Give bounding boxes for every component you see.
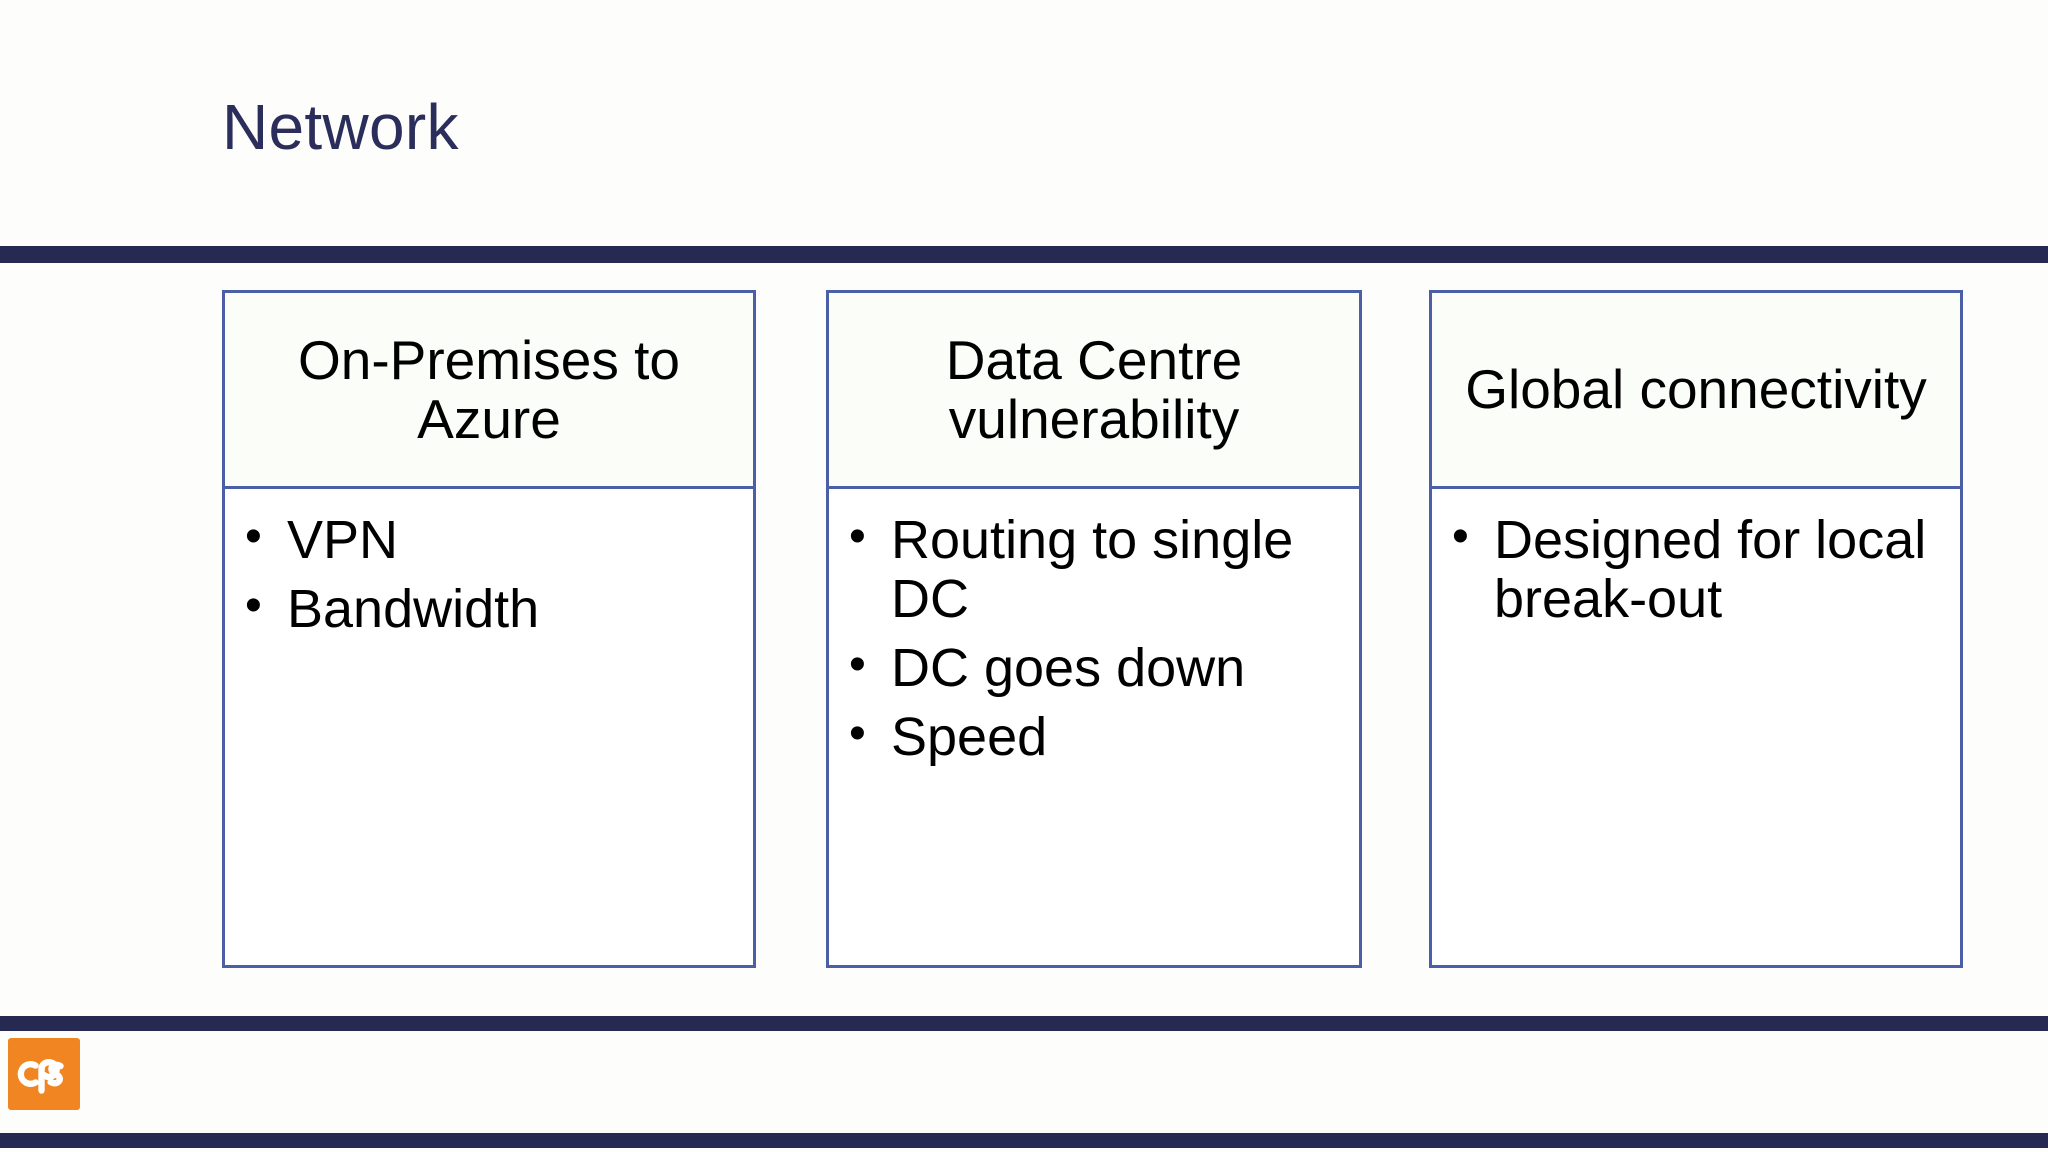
list-item: Routing to single DC [845,510,1341,629]
list-item: DC goes down [845,638,1341,698]
bottom-edge-bar [0,1133,2048,1148]
comparison-tables: On-Premises to Azure VPN Bandwidth Data … [0,290,2048,970]
list-item: VPN [241,510,735,570]
table-1-body-cell: VPN Bandwidth [225,489,753,965]
table-1-bullet-list: VPN Bandwidth [241,510,735,639]
header-divider-bar [0,246,2048,263]
cps-logo [8,1038,80,1110]
table-2-body-cell: Routing to single DC DC goes down Speed [829,489,1359,965]
comparison-table-1: On-Premises to Azure VPN Bandwidth [222,290,756,968]
table-3-header-cell: Global connectivity [1432,293,1960,489]
table-2-header-label: Data Centre vulnerability [945,328,1243,450]
table-3-body-cell: Designed for local break-out [1432,489,1960,965]
table-3-header-label: Global connectivity [1465,358,1927,421]
comparison-table-2: Data Centre vulnerability Routing to sin… [826,290,1362,968]
page-title: Network [222,91,459,163]
table-3-bullet-list: Designed for local break-out [1448,510,1942,629]
table-1-header-cell: On-Premises to Azure [225,293,753,489]
table-1-header-label: On-Premises to Azure [297,328,681,450]
table-2-header-cell: Data Centre vulnerability [829,293,1359,489]
list-item: Speed [845,707,1341,767]
comparison-table-3: Global connectivity Designed for local b… [1429,290,1963,968]
list-item: Bandwidth [241,579,735,639]
list-item: Designed for local break-out [1448,510,1942,629]
table-2-bullet-list: Routing to single DC DC goes down Speed [845,510,1341,767]
footer-divider-bar [0,1016,2048,1031]
